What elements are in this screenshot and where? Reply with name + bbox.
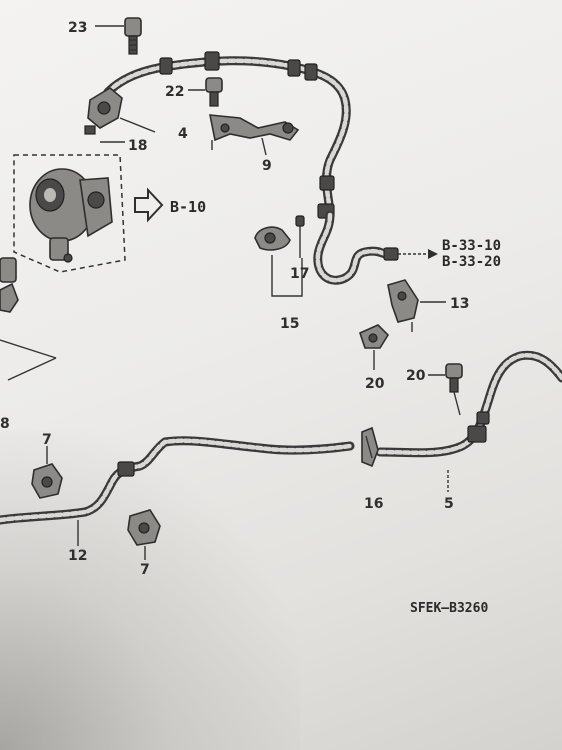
pump-box xyxy=(13,154,126,273)
bracket-leader-15 xyxy=(271,255,303,297)
leader-4 xyxy=(119,117,156,133)
callout-7-upper: 7 xyxy=(42,432,52,448)
callout-12: 12 xyxy=(68,548,87,564)
lower-hose xyxy=(0,436,355,525)
callout-5: 5 xyxy=(444,496,454,512)
clamp-16 xyxy=(361,426,379,468)
callout-8: 8 xyxy=(0,416,10,432)
fitting-4 xyxy=(84,87,123,135)
callout-7-lower: 7 xyxy=(140,562,150,578)
ref-b33-20: B-33-20 xyxy=(442,254,501,270)
bolt-22 xyxy=(205,77,223,107)
callout-17: 17 xyxy=(290,266,309,282)
right-metal-line xyxy=(375,350,562,458)
leader-9 xyxy=(261,137,267,156)
callout-9: 9 xyxy=(262,158,272,174)
callout-15: 15 xyxy=(280,316,299,332)
leader-bolt-tube xyxy=(453,391,461,416)
callout-4: 4 xyxy=(178,126,188,142)
bolt-23 xyxy=(124,17,142,55)
bolt-20-right xyxy=(445,363,463,393)
arrow-right-icon xyxy=(134,187,164,223)
return-loop-hose xyxy=(313,210,390,285)
return-fitting xyxy=(383,247,399,261)
callout-23: 23 xyxy=(68,20,87,36)
bracket-9 xyxy=(209,114,300,150)
callout-22: 22 xyxy=(165,84,184,100)
lower-hose-clamp xyxy=(117,461,135,477)
callout-20-left: 20 xyxy=(365,376,385,392)
right-line-clamp xyxy=(467,411,490,443)
callout-16: 16 xyxy=(364,496,383,512)
ref-b33-10: B-33-10 xyxy=(442,238,501,254)
ref-pump: B-10 xyxy=(170,198,206,216)
clamp-13 xyxy=(387,279,419,332)
clip-20-left xyxy=(359,324,390,349)
clamp-7-upper xyxy=(31,463,63,499)
reference-arrow xyxy=(398,249,438,259)
callout-18: 18 xyxy=(128,138,147,154)
fitting-15 xyxy=(254,215,305,258)
callout-13: 13 xyxy=(450,296,469,312)
part-8-left xyxy=(0,257,57,381)
diagram-code: SFEK–B3260 xyxy=(410,601,488,616)
callout-20-right: 20 xyxy=(406,368,426,384)
power-steering-pump xyxy=(29,168,113,263)
clamp-7-lower xyxy=(127,509,161,546)
